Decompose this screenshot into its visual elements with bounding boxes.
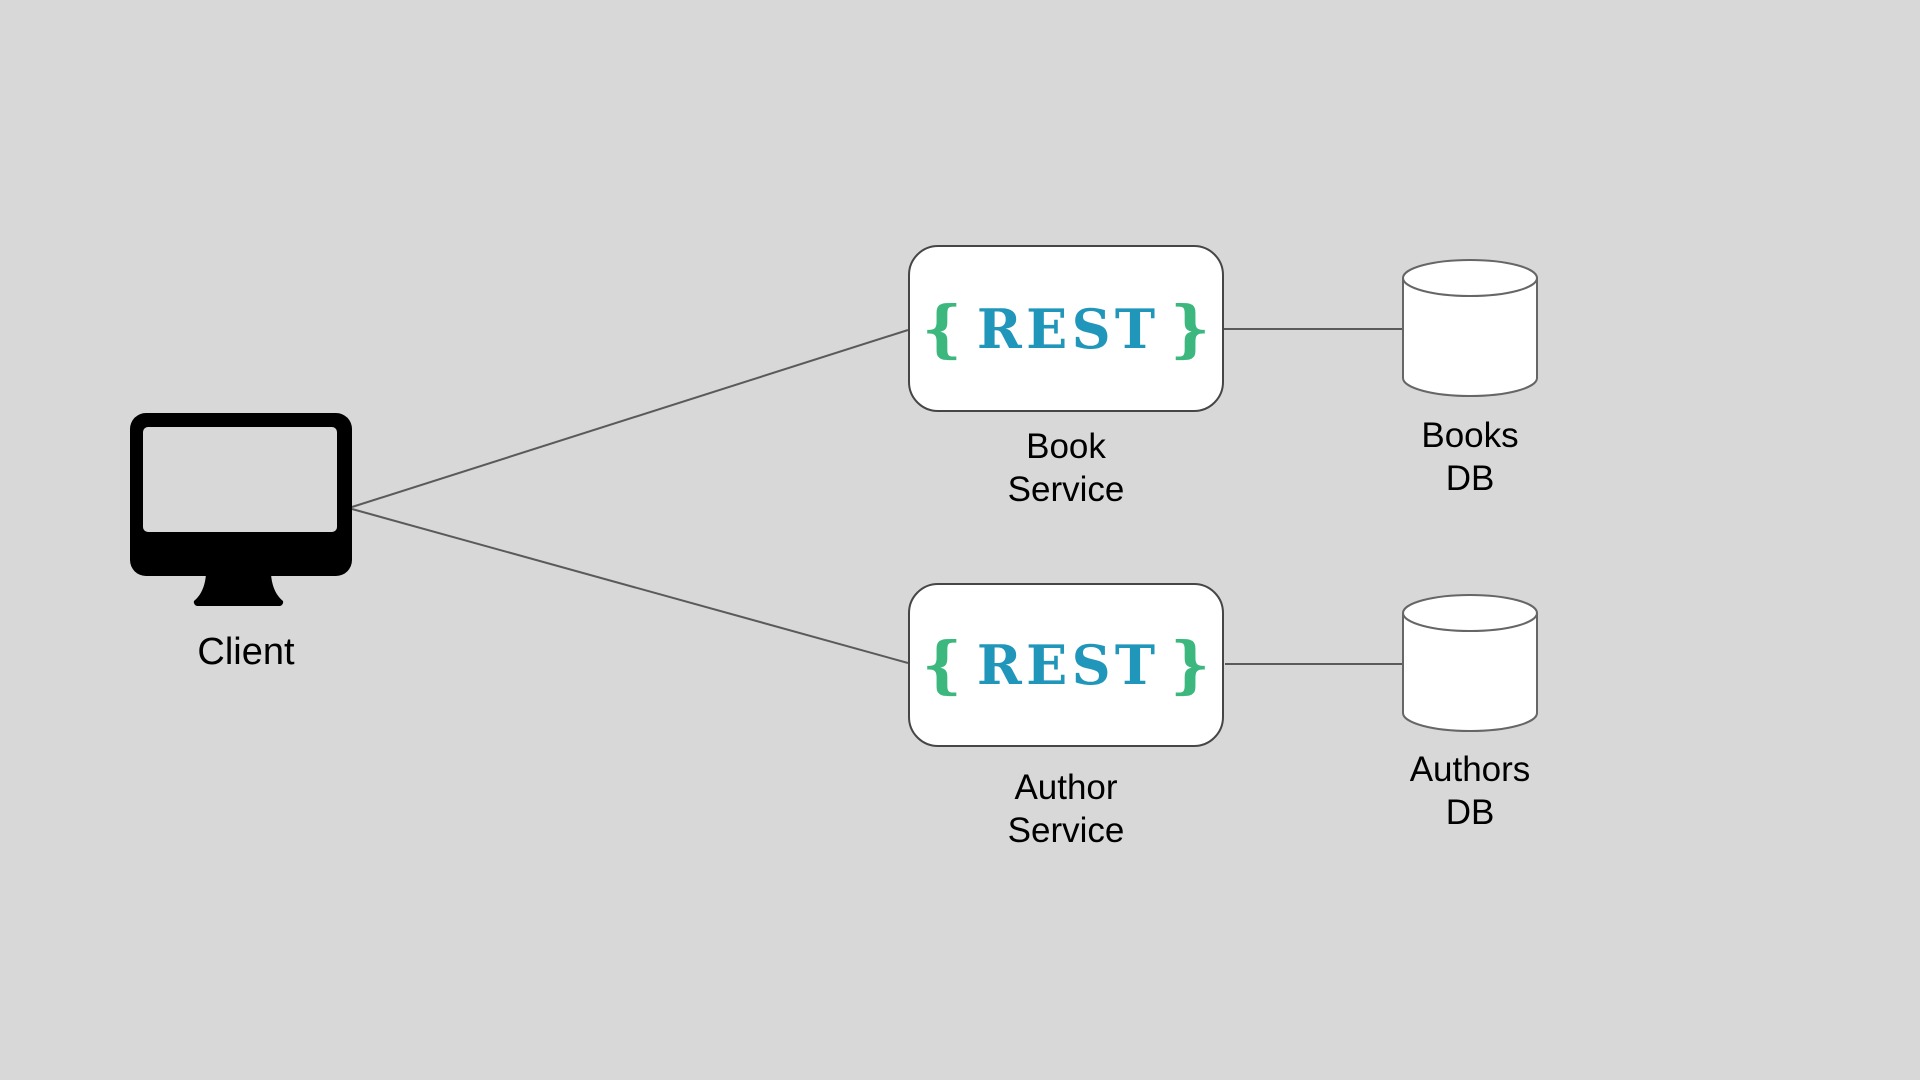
monitor-screen xyxy=(143,427,337,532)
cylinder-body xyxy=(1402,278,1538,397)
author-service-node: { REST } xyxy=(908,583,1224,747)
rest-logo-open-brace: { xyxy=(922,291,962,365)
book-service-label: Book Service xyxy=(1007,427,1125,509)
rest-logo-close-brace: } xyxy=(1170,291,1210,365)
rest-logo-close-brace: } xyxy=(1170,628,1210,701)
authors-db-cylinder-icon xyxy=(1402,594,1538,732)
rest-logo-open-brace: { xyxy=(922,628,962,701)
client-label: Client xyxy=(197,631,295,673)
authors-db-label: Authors DB xyxy=(1409,750,1531,832)
books-db-cylinder-icon xyxy=(1402,259,1538,397)
book-service-node: { REST } xyxy=(908,245,1224,412)
books-db-label: Books DB xyxy=(1421,416,1519,498)
author-service-label: Author Service xyxy=(1007,768,1125,850)
connector-client-author-service xyxy=(351,508,909,664)
monitor-stand xyxy=(193,574,284,606)
connector-client-book-service xyxy=(351,329,909,508)
cylinder-top xyxy=(1402,594,1538,632)
rest-logo-text: REST xyxy=(976,296,1160,361)
rest-logo-text: REST xyxy=(976,633,1160,697)
cylinder-body xyxy=(1402,613,1538,732)
client-monitor-icon xyxy=(130,413,352,606)
cylinder-top xyxy=(1402,259,1538,297)
